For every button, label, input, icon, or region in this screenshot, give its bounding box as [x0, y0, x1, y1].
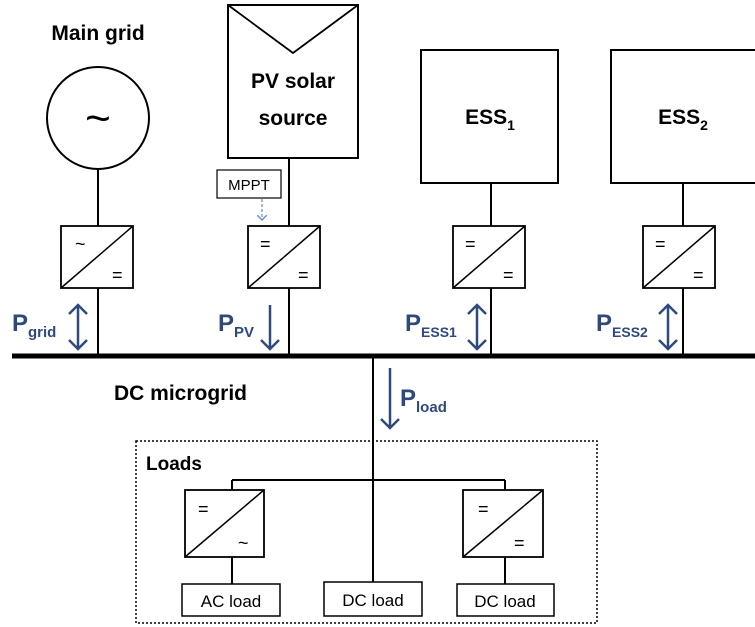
pv-converter-dc-in-symbol: = — [260, 234, 271, 254]
grid-power-flow-arrow — [68, 303, 88, 351]
dc-load-2-converter-dc-out-symbol: = — [514, 533, 525, 553]
main-grid-ac-symbol: ~ — [85, 94, 111, 143]
p-load-label: Pload — [400, 385, 447, 416]
dc-load-1-box — [323, 581, 423, 617]
pv-label-line2: source — [259, 107, 328, 130]
ac-load-box — [181, 583, 281, 617]
dc-load-2-converter: = = — [462, 489, 544, 558]
dc-load-2-box — [456, 583, 555, 617]
ac-load-converter-dc-symbol: = — [198, 499, 209, 519]
p-ess2-label: PESS2 — [596, 310, 648, 340]
ess2-converter-dc-in-symbol: = — [655, 234, 666, 254]
ess1-converter-dc-in-symbol: = — [465, 234, 476, 254]
ess2-converter: = = — [642, 225, 716, 289]
p-pv-label: PPV — [218, 310, 254, 341]
dc-load-2-label: DC load — [474, 592, 535, 611]
dc-microgrid-label: DC microgrid — [114, 382, 247, 405]
ac-load-label: AC load — [201, 592, 261, 611]
p-ess1-label: PESS1 — [405, 310, 457, 340]
p-grid-label: Pgrid — [12, 310, 56, 341]
main-grid-title: Main grid — [51, 22, 144, 45]
pv-converter-dc-out-symbol: = — [298, 265, 309, 285]
pv-label-line1: PV solar — [251, 70, 335, 93]
ess2-box — [610, 49, 755, 184]
ac-load-converter-ac-symbol: ~ — [238, 533, 249, 553]
ess2-power-flow-arrow — [658, 303, 678, 351]
pv-power-flow-arrow — [260, 305, 280, 351]
ess1-box — [420, 49, 559, 184]
grid-converter-ac-symbol: ~ — [75, 234, 86, 254]
ess1-label: ESS1 — [465, 106, 515, 133]
ess2-label: ESS2 — [658, 106, 708, 133]
ess1-converter: = = — [452, 225, 526, 289]
pv-converter: = = — [247, 225, 321, 289]
dc-load-1-label: DC load — [342, 591, 403, 610]
ess2-converter-dc-out-symbol: = — [693, 265, 704, 285]
loads-group-boundary — [135, 440, 598, 624]
dc-load-2-converter-dc-in-symbol: = — [478, 499, 489, 519]
load-power-flow-arrow — [380, 368, 400, 430]
ac-load-converter: = ~ — [184, 489, 265, 558]
mppt-label: MPPT — [228, 177, 270, 194]
loads-title: Loads — [146, 454, 202, 475]
grid-converter-dc-symbol: = — [112, 265, 123, 285]
ess1-converter-dc-out-symbol: = — [503, 265, 514, 285]
pv-source — [227, 4, 359, 159]
mppt-box — [216, 169, 282, 199]
ess1-power-flow-arrow — [467, 303, 487, 351]
grid-converter: ~ = — [60, 225, 134, 289]
